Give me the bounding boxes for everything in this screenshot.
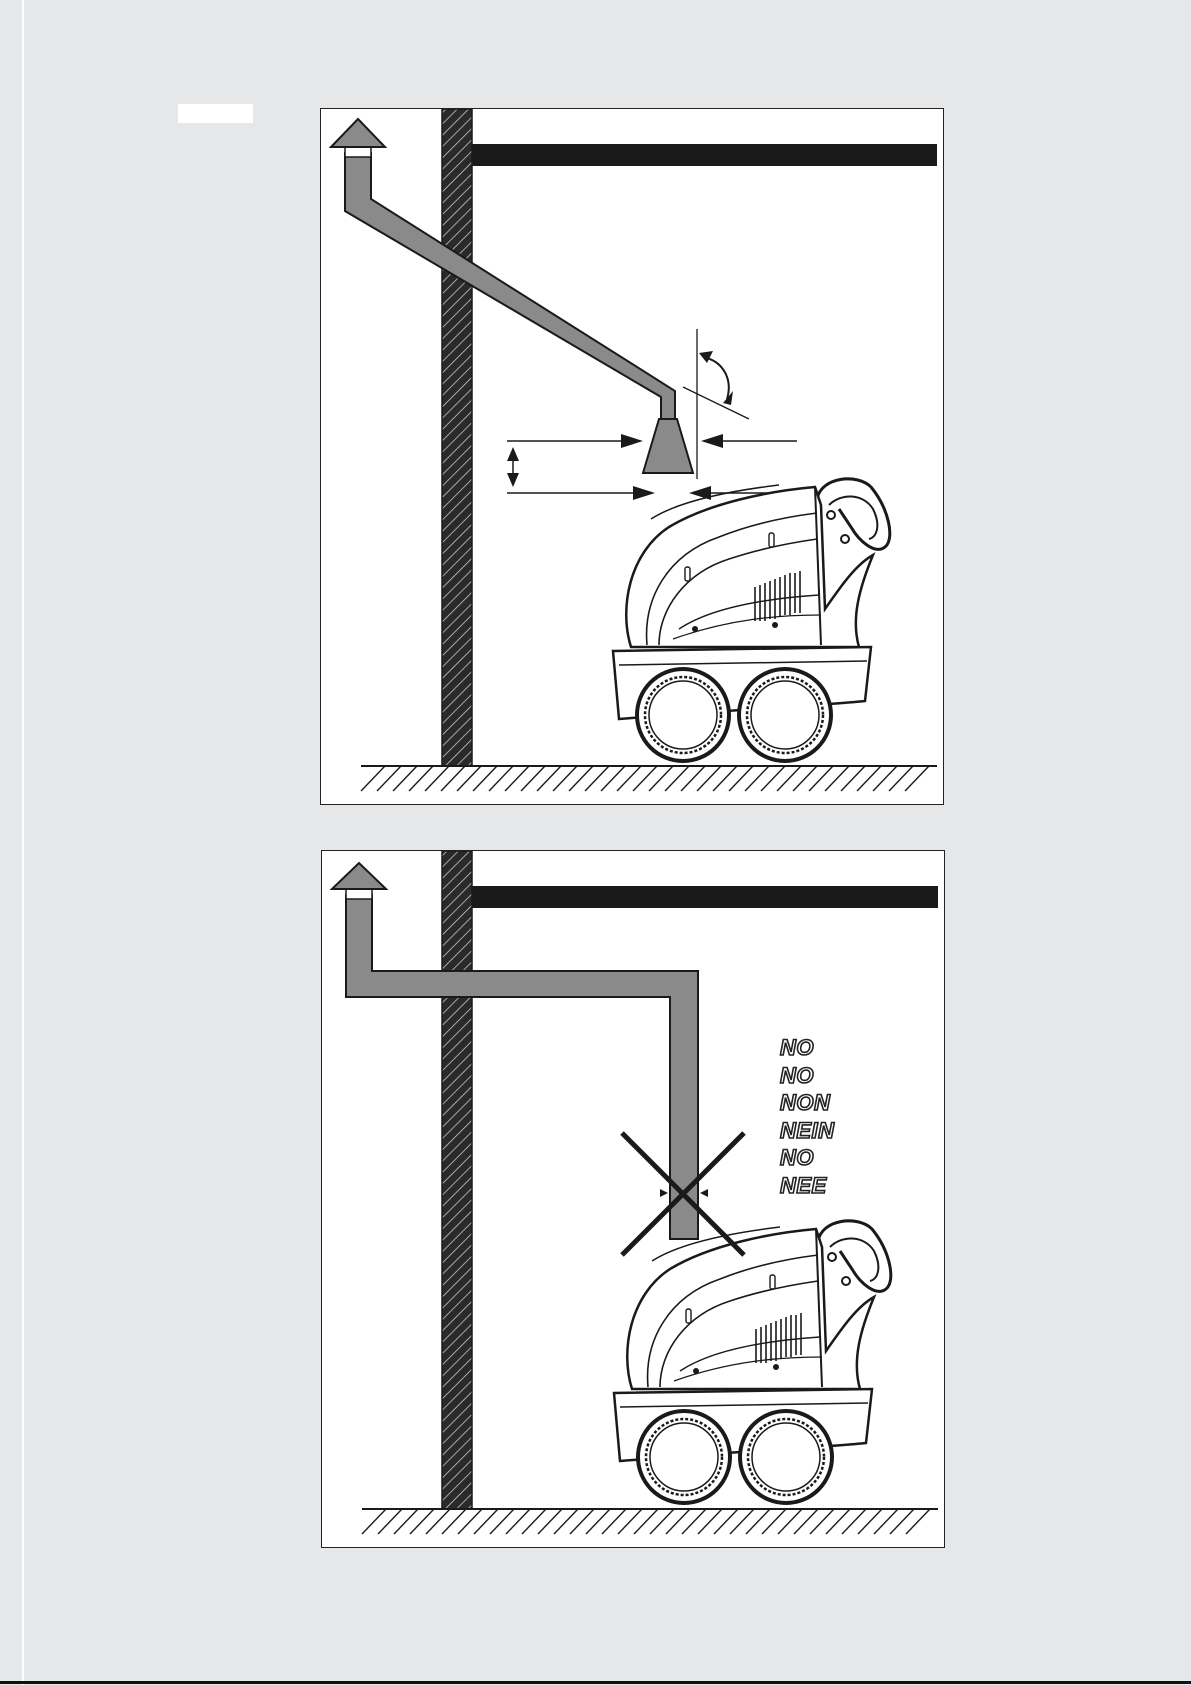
figure-correct-installation [320, 108, 944, 805]
angle-arrow [703, 357, 729, 399]
warning-word-es: NO [780, 1144, 835, 1172]
flue-pipe [345, 153, 675, 429]
ceiling-beam [466, 886, 938, 908]
warning-words: NO NO NON NEIN NO NEE [780, 1034, 835, 1199]
warning-word-fr: NON [780, 1089, 835, 1117]
correct-installation-diagram [321, 109, 943, 804]
warning-word-nl: NEE [780, 1172, 835, 1200]
page-tab-marker [178, 104, 253, 123]
warning-word-it: NO [780, 1034, 835, 1062]
ceiling-beam [467, 144, 937, 166]
vent-cap-icon [332, 863, 386, 899]
left-margin-rule [22, 0, 24, 1685]
vent-cap-icon [331, 119, 385, 157]
incorrect-installation-diagram [322, 851, 944, 1547]
pressure-washer [614, 1221, 891, 1503]
bottom-rule [0, 1681, 1191, 1684]
angle-reference-line [683, 387, 749, 419]
warning-word-en: NO [780, 1062, 835, 1090]
flue-pipe [346, 895, 698, 1239]
floor-hatching [362, 1509, 930, 1534]
chimney-wall [442, 851, 472, 1509]
pressure-washer [613, 479, 890, 761]
warning-word-de: NEIN [780, 1117, 835, 1145]
floor-hatching [361, 766, 929, 791]
figure-incorrect-installation: NO NO NON NEIN NO NEE [321, 850, 945, 1548]
flue-hood [643, 419, 693, 473]
chimney-wall [442, 109, 472, 766]
